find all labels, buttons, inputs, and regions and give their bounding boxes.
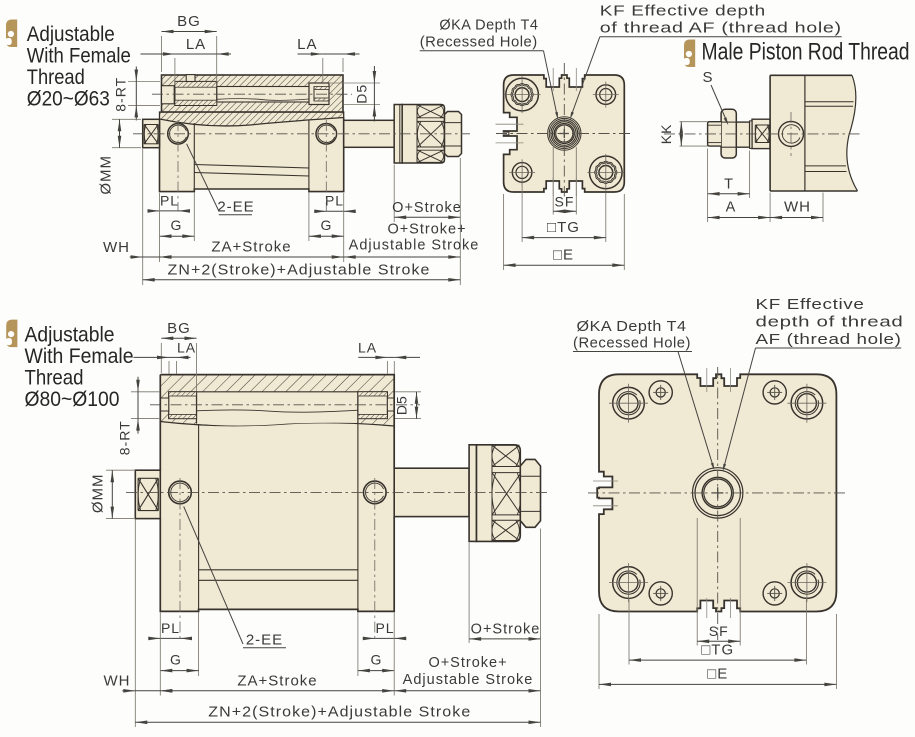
svg-text:O+Stroke: O+Stroke [392,200,462,216]
svg-text:Ø80~Ø100: Ø80~Ø100 [25,388,120,411]
svg-text:O+Stroke: O+Stroke [471,621,541,637]
svg-text:G: G [171,217,183,233]
svg-text:WH: WH [784,199,811,216]
svg-text:LA: LA [177,339,196,355]
svg-text:2-EE: 2-EE [246,632,283,649]
svg-text:S: S [702,69,713,86]
svg-text:depth of thread: depth of thread [756,314,904,331]
svg-text:8-RT: 8-RT [117,420,133,455]
svg-text:LA: LA [186,36,206,53]
svg-text:O+Stroke+: O+Stroke+ [387,222,466,238]
svg-text:PL: PL [325,193,344,209]
svg-text:D5: D5 [354,84,370,104]
svg-text:ØMM: ØMM [98,155,115,195]
svg-text:PL: PL [375,620,394,636]
svg-text:WH: WH [104,672,131,689]
svg-text:Thread: Thread [27,66,85,89]
svg-text:Adjustable Stroke: Adjustable Stroke [349,238,480,254]
svg-text:WH: WH [103,239,130,256]
svg-text:G: G [371,652,383,668]
svg-text:of thread AF (thread hole): of thread AF (thread hole) [600,20,842,37]
svg-text:□TG: □TG [547,219,580,236]
svg-text:□E: □E [707,666,728,683]
svg-text:G: G [321,217,333,233]
svg-text:(Recessed Hole): (Recessed Hole) [573,335,691,352]
svg-text:T: T [724,177,734,193]
svg-text:A: A [726,200,737,216]
svg-text:O+Stroke+: O+Stroke+ [428,655,507,671]
svg-text:LA: LA [358,339,377,355]
svg-text:Thread: Thread [25,367,84,390]
svg-text:With Female: With Female [27,45,131,68]
svg-text:Adjustable: Adjustable [27,23,115,46]
svg-text:ZA+Stroke: ZA+Stroke [211,239,291,256]
svg-text:G: G [170,652,182,668]
svg-text:8-RT: 8-RT [113,77,129,112]
svg-text:LA: LA [297,36,317,53]
svg-text:Ø20~Ø63: Ø20~Ø63 [27,88,110,111]
svg-text:KF Effective: KF Effective [756,296,865,313]
svg-text:ØKA Depth T4: ØKA Depth T4 [577,318,687,335]
svg-text:ØMM: ØMM [90,473,107,513]
svg-text:PL: PL [160,193,179,209]
svg-text:ØKA Depth T4: ØKA Depth T4 [439,17,538,34]
svg-text:D5: D5 [394,395,410,415]
svg-text:ZN+2(Stroke)+Adjustable Stroke: ZN+2(Stroke)+Adjustable Stroke [168,262,431,279]
svg-text:□E: □E [553,246,574,263]
svg-text:PL: PL [161,620,180,636]
svg-text:ZN+2(Stroke)+Adjustable Stroke: ZN+2(Stroke)+Adjustable Stroke [208,703,471,720]
svg-text:SF: SF [709,623,729,639]
svg-text:ZA+Stroke: ZA+Stroke [237,672,317,689]
svg-text:BG: BG [177,13,201,30]
svg-text:AF (thread hole): AF (thread hole) [756,331,902,348]
svg-text:KK: KK [658,124,674,145]
svg-text:BG: BG [167,320,191,337]
svg-text:2-EE: 2-EE [217,199,254,216]
svg-text:KF Effective depth: KF Effective depth [600,3,766,20]
svg-text:Adjustable: Adjustable [25,324,115,347]
svg-text:Male Piston Rod Thread: Male Piston Rod Thread [702,39,910,66]
svg-text:Adjustable Stroke: Adjustable Stroke [403,672,534,688]
svg-text:With Female: With Female [25,345,134,368]
svg-text:□TG: □TG [701,641,734,658]
svg-text:(Recessed Hole): (Recessed Hole) [420,34,538,51]
svg-text:SF: SF [555,193,575,209]
